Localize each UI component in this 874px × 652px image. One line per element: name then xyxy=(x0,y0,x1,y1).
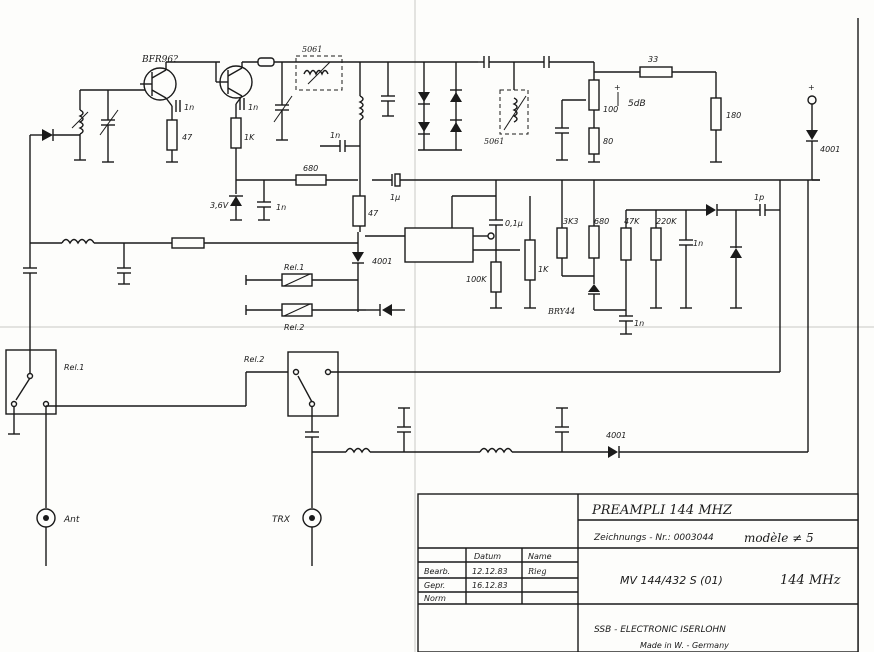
label-bfr96: BFR96? xyxy=(141,55,178,65)
model-note: modèle ≠ 5 xyxy=(744,531,814,545)
label-1p: 1p xyxy=(754,193,764,202)
label-220k: 220K xyxy=(656,217,677,226)
label-01u: 0,1µ xyxy=(505,219,523,228)
label-zener: 3,6V xyxy=(210,201,229,210)
label-r47: 47 xyxy=(182,133,193,142)
label-5db: 5dB xyxy=(628,99,646,109)
row-bearb: Bearb. xyxy=(424,567,450,576)
label-47k: 47K xyxy=(624,217,640,226)
label-rel2-coil: Rel.2 xyxy=(284,323,304,332)
label-rel1-coil: Rel.1 xyxy=(284,263,304,272)
supply-diode xyxy=(806,95,820,181)
date-gepr: 16.12.83 xyxy=(472,581,508,590)
label-r100: 100 xyxy=(603,105,618,114)
transistor-bfr96 xyxy=(140,61,220,107)
label-plus: + xyxy=(808,83,815,92)
capacitor-1u xyxy=(372,173,820,187)
label-4001a: 4001 xyxy=(372,257,392,266)
label-5061a: 5061 xyxy=(302,45,322,54)
label-4001c: 4001 xyxy=(606,431,626,440)
label-r680: 680 xyxy=(303,164,318,173)
label-c6: 1n xyxy=(634,319,644,328)
capacitor-1n-a xyxy=(171,100,181,120)
title-handwritten: PREAMPLI 144 MHZ xyxy=(591,503,733,518)
label-680b: 680 xyxy=(594,217,609,226)
label-5061b: 5061 xyxy=(484,137,504,146)
attenuator xyxy=(555,62,722,163)
label-rel1: Rel.1 xyxy=(64,363,84,372)
relay-2 xyxy=(287,351,780,508)
pin-diode-bank xyxy=(360,56,594,151)
label-ant: Ant xyxy=(63,515,80,525)
control-block xyxy=(365,195,520,263)
capacitor-1n-b xyxy=(239,98,245,110)
resistor-680 xyxy=(295,174,327,186)
ferrite-bead xyxy=(257,57,275,67)
label-1u: 1µ xyxy=(390,193,400,202)
label-att-minus: - xyxy=(614,107,617,116)
label-c2: 1n xyxy=(248,103,258,112)
title-block xyxy=(417,493,859,652)
capacitor-1n-c xyxy=(257,180,271,221)
relay-coils xyxy=(245,273,405,317)
name-bearb: Rieg xyxy=(527,567,546,576)
input-filter xyxy=(29,89,160,243)
label-r33: 33 xyxy=(648,55,658,64)
row-gepr: Gepr. xyxy=(424,581,445,590)
label-rel2: Rel.2 xyxy=(244,355,264,364)
coil-5061-a xyxy=(295,55,343,91)
diode-4001-a xyxy=(352,232,364,312)
label-c5: 1n xyxy=(693,239,703,248)
resistor-1k xyxy=(230,117,242,180)
label-trx: TRX xyxy=(272,515,291,525)
resistor-47 xyxy=(166,119,178,163)
label-c1: 1n xyxy=(184,103,194,112)
relay-1 xyxy=(5,349,294,508)
label-bry44: BRY44 xyxy=(547,307,575,316)
date-bearb: 12.12.83 xyxy=(472,567,508,576)
label-c3: 1n xyxy=(276,203,286,212)
trimmer-cap-2 xyxy=(273,62,293,141)
label-4001b: 4001 xyxy=(820,145,840,154)
label-r1k: 1K xyxy=(244,133,255,142)
label-r47b: 47 xyxy=(368,209,379,218)
label-r180: 180 xyxy=(726,111,741,120)
col-name: Name xyxy=(528,552,552,561)
col-datum: Datum xyxy=(474,552,501,561)
bottom-rf-line xyxy=(312,180,809,458)
label-100k: 100K xyxy=(466,275,487,284)
coil-5061-b xyxy=(499,62,529,135)
label-3k3: 3K3 xyxy=(563,217,578,226)
trx-connector xyxy=(302,508,322,566)
main-rf-line xyxy=(23,237,358,350)
resistor-47b xyxy=(352,195,366,227)
ant-connector xyxy=(36,508,56,566)
label-c4: 1n xyxy=(330,131,340,140)
made-in: Made in W. - Germany xyxy=(640,641,729,650)
label-att-plus: + xyxy=(614,83,621,92)
company: SSB - ELECTRONIC ISERLOHN xyxy=(594,625,726,635)
label-1kb: 1K xyxy=(538,265,549,274)
frequency: 144 MHz xyxy=(780,573,841,588)
zener-diode xyxy=(229,179,358,221)
bias-network xyxy=(489,180,781,372)
label-r80: 80 xyxy=(603,137,613,146)
drawing-number: Zeichnungs - Nr.: 0003044 xyxy=(593,533,714,543)
model-number: MV 144/432 S (01) xyxy=(620,574,723,587)
row-norm: Norm xyxy=(424,594,446,603)
